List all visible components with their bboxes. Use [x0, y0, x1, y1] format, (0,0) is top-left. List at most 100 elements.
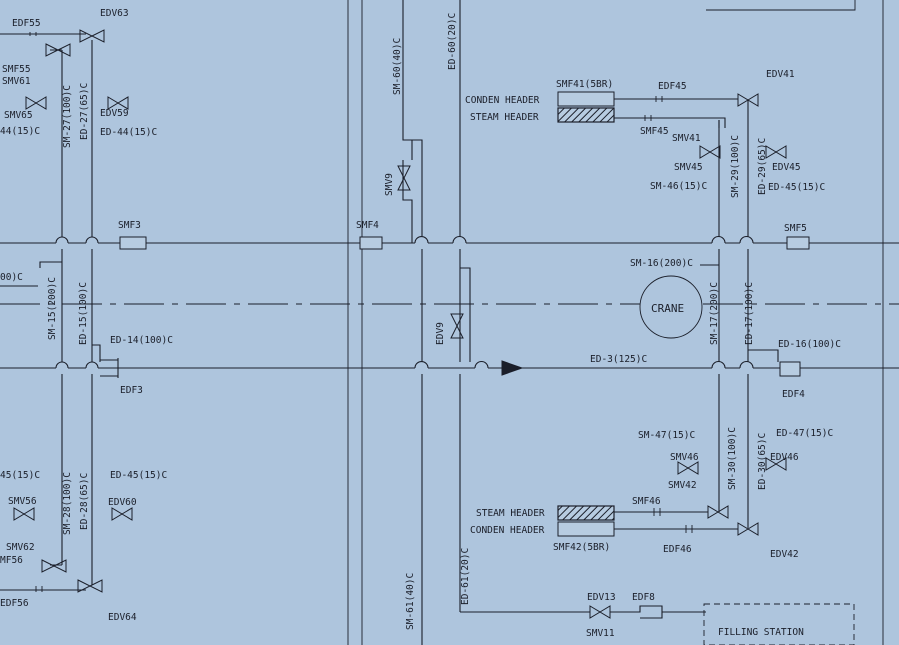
label-smf41: SMF41(5BR): [556, 79, 613, 90]
crane-circle: [639, 275, 703, 339]
right-drain-riser: [747, 100, 779, 528]
label-sm17: SM-17(200)C: [709, 282, 720, 345]
filter-edf4: [779, 361, 801, 377]
label-smf45: SMF45: [640, 126, 669, 137]
label-sm60: SM-60(40)C: [392, 38, 403, 95]
conden-header-bottom: [557, 521, 615, 537]
label-smv56: SMV56: [8, 496, 37, 507]
valve-edv63: [79, 29, 105, 43]
valve-smv9: [397, 165, 411, 191]
valve-edv46: [765, 457, 787, 471]
label-edv41: EDV41: [766, 69, 795, 80]
valve-smv62: [41, 559, 67, 573]
label-filling-station: FILLING STATION: [718, 627, 804, 638]
left-drain-riser: [0, 33, 119, 591]
label-steam-header-bottom: STEAM HEADER: [476, 508, 545, 519]
center-steam-branch: [402, 0, 423, 645]
label-sm47: SM-47(15)C: [638, 430, 695, 441]
label-smf4: SMF4: [356, 220, 379, 231]
conden-header-top: [557, 91, 615, 107]
label-edv13: EDV13: [587, 592, 616, 603]
valve-edv59: [107, 96, 129, 110]
valve-edv9: [450, 313, 464, 339]
label-sm45-left: 45(15)C: [0, 470, 40, 481]
label-ed3: ED-3(125)C: [590, 354, 647, 365]
steam-header-bottom: [557, 505, 615, 521]
label-ed60: ED-60(20)C: [447, 13, 458, 70]
label-ed61: ED-61(20)C: [460, 548, 471, 605]
label-sm29: SM-29(100)C: [730, 135, 741, 198]
label-edf4: EDF4: [782, 389, 805, 400]
valve-smv65: [25, 96, 47, 110]
valve-edv45: [765, 145, 787, 159]
label-edv9: EDV9: [435, 322, 446, 345]
label-sm28: SM-28(100)C: [62, 472, 73, 535]
label-ed27: ED-27(65)C: [79, 83, 90, 140]
strainer-smf4: [359, 236, 383, 250]
label-steam-header-top: STEAM HEADER: [470, 112, 539, 123]
label-edv42: EDV42: [770, 549, 799, 560]
valve-smv61: [45, 43, 71, 57]
label-sm46: SM-46(15)C: [650, 181, 707, 192]
label-sm44: 44(15)C: [0, 126, 40, 137]
label-sm16: SM-16(200)C: [630, 258, 693, 269]
valve-smv45: [699, 145, 721, 159]
label-edv60: EDV60: [108, 497, 137, 508]
label-smv61: SMV61: [2, 76, 31, 87]
center-drain-branch: [459, 0, 706, 619]
label-ed47: ED-47(15)C: [776, 428, 833, 439]
valve-edv41: [737, 93, 759, 107]
label-ed30: ED-30(65)C: [757, 433, 768, 490]
label-ed45-left: ED-45(15)C: [110, 470, 167, 481]
label-edf46: EDF46: [663, 544, 692, 555]
label-smv41: SMV41: [672, 133, 701, 144]
label-edv59: EDV59: [100, 108, 129, 119]
label-ed15: ED-15(100)C: [78, 282, 89, 345]
label-smv42: SMV42: [668, 480, 697, 491]
label-ed17: ED-17(100)C: [744, 282, 755, 345]
label-smv11: SMV11: [586, 628, 615, 639]
label-smv62: SMV62: [6, 542, 35, 553]
valve-smv46: [677, 461, 699, 475]
label-smv65: SMV65: [4, 110, 33, 121]
label-sm30: SM-30(100)C: [727, 427, 738, 490]
label-conden-header-bottom: CONDEN HEADER: [470, 525, 545, 536]
label-ed16: ED-16(100)C: [778, 339, 841, 350]
drain-main-line: [0, 360, 899, 376]
right-steam-riser: [700, 120, 720, 512]
labels: EDF55 EDV63 SMF55 SMV61 SMV65 44(15)C ED…: [0, 8, 841, 639]
label-ed14: ED-14(100)C: [110, 335, 173, 346]
label-sm15-left: 00)C: [0, 272, 23, 283]
label-smv46: SMV46: [670, 452, 699, 463]
label-sm61: SM-61(40)C: [405, 573, 416, 630]
valve-edv64: [77, 579, 103, 593]
label-smv45: SMV45: [674, 162, 703, 173]
label-ed29: ED-29(65)C: [757, 138, 768, 195]
label-smv9: SMV9: [384, 173, 395, 196]
label-edf45: EDF45: [658, 81, 687, 92]
valve-smv56: [13, 507, 35, 521]
label-smf42: SMF42(5BR): [553, 542, 610, 553]
valve-edv60: [111, 507, 133, 521]
label-smf3: SMF3: [118, 220, 141, 231]
label-edf56: EDF56: [0, 598, 29, 609]
flow-direction-arrow: [501, 360, 524, 376]
label-edf3: EDF3: [120, 385, 143, 396]
label-smf55: SMF55: [2, 64, 31, 75]
label-ed28: ED-28(65)C: [79, 473, 90, 530]
label-sm27: SM-27(100)C: [62, 85, 73, 148]
label-edf55: EDF55: [12, 18, 41, 29]
label-ed44: ED-44(15)C: [100, 127, 157, 138]
strainer-smf3: [119, 236, 147, 250]
label-smf5: SMF5: [784, 223, 807, 234]
label-sm15: SM-15(200)C: [47, 277, 58, 340]
label-edv63: EDV63: [100, 8, 129, 19]
label-smf46: SMF46: [632, 496, 661, 507]
label-crane: CRANE: [651, 302, 684, 315]
valve-edv42: [737, 522, 759, 536]
label-edv64: EDV64: [108, 612, 137, 623]
valve-smv42: [707, 505, 729, 519]
strainer-smf5: [786, 236, 810, 250]
